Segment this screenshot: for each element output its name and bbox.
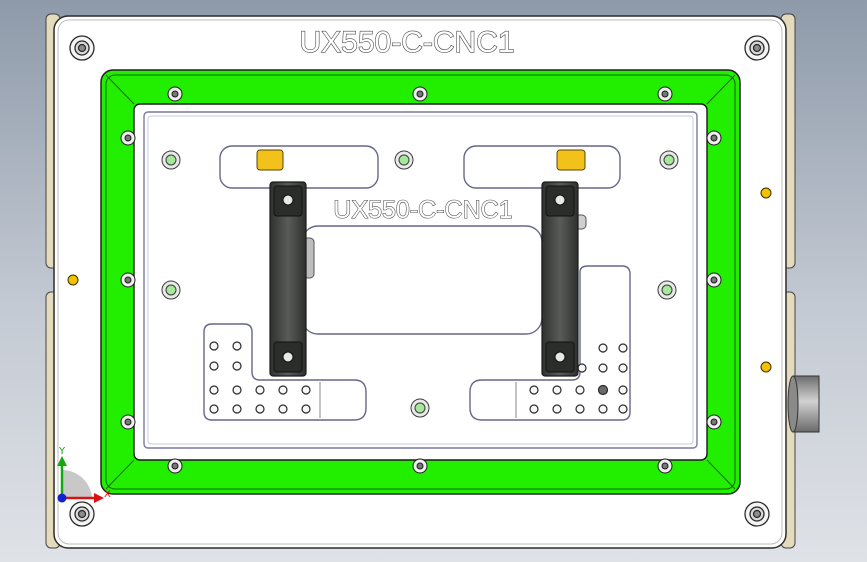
axis-y-label: Y xyxy=(58,446,66,457)
locating-boss xyxy=(657,280,677,300)
gasket-screw xyxy=(412,458,428,474)
clamp-bar-left[interactable] xyxy=(269,181,307,377)
locating-boss xyxy=(394,150,414,170)
side-connector xyxy=(787,375,820,433)
gasket-screw xyxy=(706,130,722,146)
vent-holes xyxy=(209,341,311,414)
dowel-pins xyxy=(67,187,772,373)
vent-holes xyxy=(529,343,628,414)
axis-triad: Y X xyxy=(57,446,111,503)
mount-hole xyxy=(69,501,95,527)
corner-mount-holes xyxy=(69,35,770,527)
gasket-screw xyxy=(706,272,722,288)
gasket-screw xyxy=(706,414,722,430)
locating-boss xyxy=(161,150,181,170)
upper-slots xyxy=(219,145,621,189)
axis-x-label: X xyxy=(104,489,111,500)
locating-boss xyxy=(161,280,181,300)
yellow-pad xyxy=(256,149,284,171)
gasket-screw xyxy=(120,272,136,288)
inner-engraving: UX550-C-CNC1 xyxy=(333,196,512,224)
upper-slot-right xyxy=(463,145,621,189)
gasket-screw xyxy=(657,86,673,102)
locating-boss xyxy=(410,398,430,418)
gasket-screw xyxy=(120,130,136,146)
top-engraving: UX550-C-CNC1 xyxy=(299,26,514,59)
dowel-pin xyxy=(67,274,79,286)
dowel-pin xyxy=(760,361,772,373)
locating-bosses xyxy=(161,150,679,418)
mount-hole xyxy=(744,501,770,527)
locating-boss xyxy=(659,150,679,170)
clamp-bar-right[interactable] xyxy=(541,181,579,377)
vent-pocket-right xyxy=(469,265,631,421)
gasket-screw xyxy=(167,86,183,102)
gasket-screw xyxy=(167,458,183,474)
gasket-screw xyxy=(657,458,673,474)
yellow-pad xyxy=(556,149,586,171)
gasket-screw xyxy=(412,86,428,102)
vent-pocket-left xyxy=(203,323,367,421)
gasket-screws xyxy=(120,86,722,474)
gasket-screw xyxy=(120,414,136,430)
dowel-pin xyxy=(760,187,772,199)
mount-hole xyxy=(69,35,95,61)
mount-hole xyxy=(744,35,770,61)
